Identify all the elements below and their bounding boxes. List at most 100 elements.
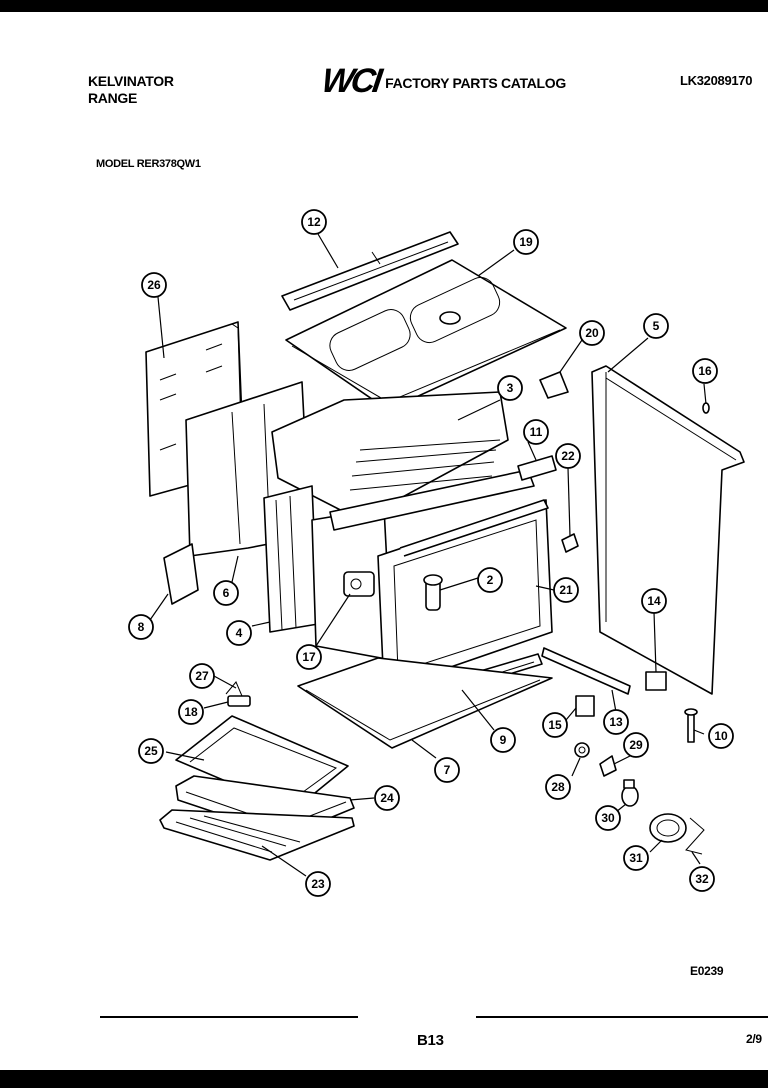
part-5-side-panel: [591, 365, 745, 695]
callout-27: 27: [189, 663, 215, 689]
part-13-rail: [541, 647, 631, 695]
part-7-bottom-panel: [297, 657, 553, 749]
callout-15: 15: [542, 712, 568, 738]
brand-name: KELVINATOR: [88, 73, 174, 89]
callout-21: 21: [553, 577, 579, 603]
scan-edge-top: [0, 0, 768, 12]
svg-text:12: 12: [307, 215, 321, 229]
svg-text:28: 28: [551, 780, 565, 794]
callout-14: 14: [641, 588, 667, 614]
svg-text:21: 21: [559, 583, 573, 597]
callout-17: 17: [296, 644, 322, 670]
product-type: RANGE: [88, 90, 138, 106]
callout-29: 29: [623, 732, 649, 758]
svg-text:27: 27: [195, 669, 209, 683]
svg-text:13: 13: [609, 715, 623, 729]
part-32-wire-clip: [685, 817, 705, 855]
svg-text:20: 20: [585, 326, 599, 340]
callout-6: 6: [213, 580, 239, 606]
callout-13: 13: [603, 709, 629, 735]
svg-text:32: 32: [695, 872, 709, 886]
part-30-light-bulb: [621, 779, 639, 807]
callout-31: 31: [623, 845, 649, 871]
part-29-lamp-socket: [599, 755, 617, 777]
callout-20: 20: [579, 320, 605, 346]
part-20-corner-bracket: [539, 371, 569, 399]
svg-text:22: 22: [561, 449, 575, 463]
callout-30: 30: [595, 805, 621, 831]
brand-header: KELVINATOR RANGE: [88, 73, 174, 107]
svg-text:29: 29: [629, 738, 643, 752]
callout-28: 28: [545, 774, 571, 800]
model-number: MODEL RER378QW1: [96, 158, 201, 170]
scan-edge-bottom: [0, 1070, 768, 1088]
svg-text:15: 15: [548, 718, 562, 732]
leader-lines: [149, 233, 707, 877]
part-2-oven-element: [423, 574, 443, 611]
svg-text:30: 30: [601, 811, 615, 825]
svg-text:19: 19: [519, 235, 533, 249]
svg-text:8: 8: [138, 620, 145, 634]
svg-text:26: 26: [147, 278, 161, 292]
callout-5: 5: [643, 313, 669, 339]
catalog-title: FACTORY PARTS CATALOG: [385, 75, 566, 91]
callout-16: 16: [692, 358, 718, 384]
part-14-switch-bracket: [645, 671, 667, 691]
svg-text:9: 9: [500, 733, 507, 747]
svg-text:17: 17: [302, 650, 316, 664]
callout-25: 25: [138, 738, 164, 764]
svg-text:4: 4: [236, 626, 243, 640]
svg-text:16: 16: [698, 364, 712, 378]
part-11-vent-strip: [517, 455, 557, 481]
callout-22: 22: [555, 443, 581, 469]
callout-2: 2: [477, 567, 503, 593]
callout-12: 12: [301, 209, 327, 235]
footer-rule-left: [100, 1016, 358, 1018]
callout-11: 11: [523, 419, 549, 445]
callout-3: 3: [497, 375, 523, 401]
part-16-clip: [702, 402, 710, 414]
svg-text:14: 14: [647, 594, 661, 608]
page-number: B13: [417, 1032, 444, 1049]
part-8-bracket: [163, 543, 199, 605]
callout-7: 7: [434, 757, 460, 783]
svg-text:2: 2: [487, 573, 494, 587]
svg-text:23: 23: [311, 877, 325, 891]
svg-text:5: 5: [653, 319, 660, 333]
part-15-switch: [575, 695, 595, 717]
catalog-number: LK32089170: [680, 73, 753, 88]
part-4-side-insulation: [263, 485, 319, 633]
callout-10: 10: [708, 723, 734, 749]
svg-text:18: 18: [184, 705, 198, 719]
callout-8: 8: [128, 614, 154, 640]
oven-door-frame: [377, 499, 553, 691]
part-3-insulation: [271, 391, 509, 521]
callout-9: 9: [490, 727, 516, 753]
svg-text:31: 31: [629, 851, 643, 865]
part-12-top-trim: [281, 231, 459, 311]
svg-text:6: 6: [223, 586, 230, 600]
part-22-screw: [561, 533, 579, 553]
callout-26: 26: [141, 272, 167, 298]
part-10-leveling-leg: [684, 708, 698, 743]
date-code: 2/9: [746, 1032, 762, 1046]
callout-19: 19: [513, 229, 539, 255]
callout-18: 18: [178, 699, 204, 725]
callout-23: 23: [305, 871, 331, 897]
part-31-light-cover: [649, 813, 687, 843]
part-17-terminal-block: [343, 571, 375, 597]
callout-32: 32: [689, 866, 715, 892]
footer-rule-right: [476, 1016, 768, 1018]
svg-text:25: 25: [144, 744, 158, 758]
callout-4: 4: [226, 620, 252, 646]
part-23-oven-rack: [159, 809, 355, 861]
svg-text:10: 10: [714, 729, 728, 743]
figure-code: E0239: [690, 964, 724, 978]
part-27-18-harness: [225, 681, 251, 707]
svg-text:11: 11: [530, 425, 543, 439]
svg-text:7: 7: [444, 763, 451, 777]
svg-text:24: 24: [380, 791, 394, 805]
catalog-header: WCI FACTORY PARTS CATALOG: [319, 62, 566, 100]
part-28-grommet: [574, 742, 590, 758]
